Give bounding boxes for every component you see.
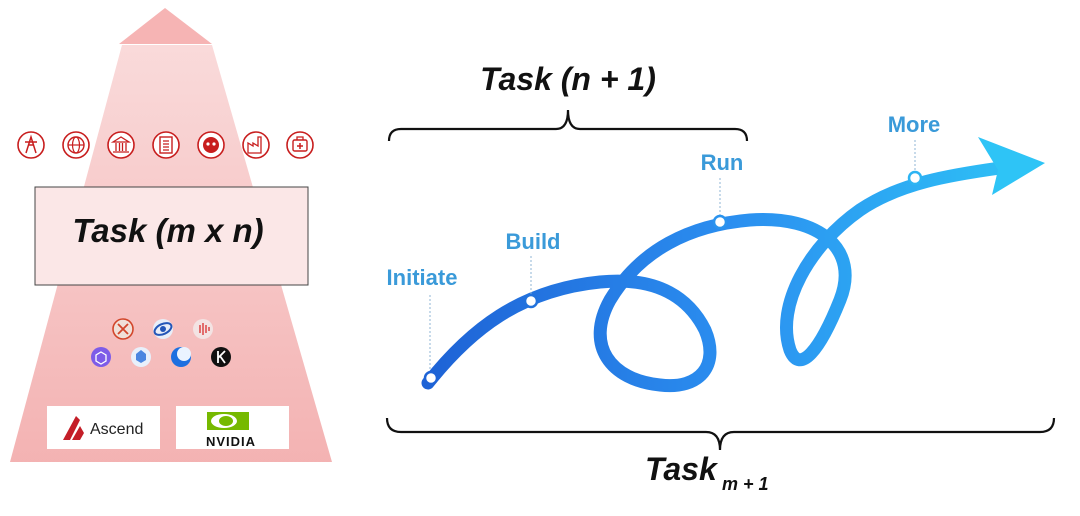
k-model-icon (211, 347, 231, 367)
stage-more: More (888, 112, 941, 186)
orbit-icon (153, 319, 173, 339)
tower-icon (17, 131, 45, 159)
globe-icon (62, 131, 90, 159)
factory-icon (242, 131, 270, 159)
building-icon (152, 131, 180, 159)
bank-icon (107, 131, 135, 159)
ascend-logo-box: Ascend (47, 406, 160, 449)
stage-run: Run (701, 150, 744, 230)
task-m-x-n-label: Task (m x n) (72, 212, 263, 249)
xinghuo-icon (112, 318, 134, 340)
task-m-plus-1-label: Task m + 1 (645, 451, 769, 494)
ascend-logo-icon (63, 416, 84, 440)
bottom-brace (385, 417, 1056, 451)
stage-build: Build (506, 229, 561, 309)
stage-initiate: Initiate (387, 265, 458, 386)
stage-build-label: Build (506, 229, 561, 254)
task-bottom-subscript: m + 1 (722, 474, 769, 494)
stage-more-label: More (888, 112, 941, 137)
cube-model-icon (91, 347, 111, 367)
curve-arrowhead (978, 137, 1045, 195)
ascend-label: Ascend (90, 421, 143, 438)
moon-model-icon (171, 347, 191, 367)
nvidia-label: NVIDIA (206, 434, 256, 449)
task-n-plus-1-label: Task (n + 1) (480, 61, 656, 97)
robot-icon (197, 131, 225, 159)
sound-wave-icon (193, 319, 213, 339)
medical-kit-icon (286, 131, 314, 159)
industry-icons-row (17, 131, 314, 159)
progress-curve (421, 137, 1045, 393)
task-m-x-n-box: Task (m x n) (34, 186, 309, 286)
wenxin-icon (131, 347, 151, 367)
model-icons (91, 318, 231, 367)
nvidia-logo-box: NVIDIA (176, 406, 289, 449)
stage-initiate-label: Initiate (387, 265, 458, 290)
task-bottom-main: Task (645, 451, 719, 487)
top-brace (387, 109, 749, 142)
stage-run-label: Run (701, 150, 744, 175)
nvidia-eye-icon (207, 412, 249, 430)
